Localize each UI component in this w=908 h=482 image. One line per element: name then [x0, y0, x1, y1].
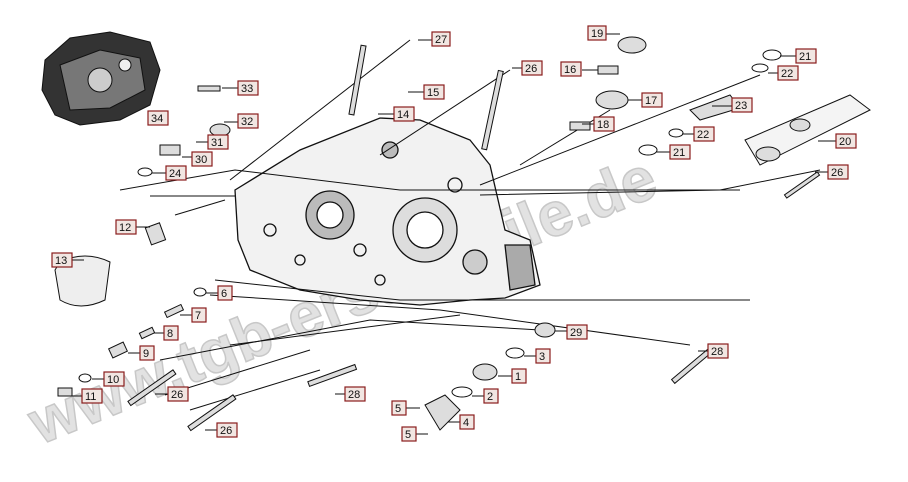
callout-30: 30 — [182, 151, 213, 167]
callout-27: 27 — [418, 31, 451, 47]
callout-11: 11 — [72, 388, 103, 404]
svg-text:12: 12 — [119, 222, 131, 234]
parts — [54, 36, 871, 432]
svg-text:28: 28 — [711, 346, 723, 358]
callout-29: 29 — [555, 324, 588, 340]
svg-text:27: 27 — [435, 34, 447, 46]
callout-21-mid: 21 — [656, 144, 691, 160]
engine-thumbnail — [41, 31, 161, 126]
svg-text:19: 19 — [591, 28, 603, 40]
callout-4: 4 — [448, 414, 475, 430]
svg-text:18: 18 — [597, 119, 609, 131]
svg-text:1: 1 — [515, 371, 521, 383]
callout-32: 32 — [224, 113, 259, 129]
svg-text:5: 5 — [405, 429, 411, 441]
callout-6: 6 — [206, 285, 233, 301]
callout-26: 26 — [512, 60, 543, 76]
svg-text:26: 26 — [831, 167, 843, 179]
svg-text:23: 23 — [735, 100, 747, 112]
svg-text:26: 26 — [171, 389, 183, 401]
callout-12: 12 — [115, 219, 150, 235]
callout-5-top: 5 — [391, 400, 420, 416]
svg-text:22: 22 — [697, 129, 709, 141]
svg-text:6: 6 — [221, 288, 227, 300]
svg-text:16: 16 — [564, 64, 576, 76]
svg-text:20: 20 — [839, 136, 851, 148]
svg-text:13: 13 — [55, 255, 67, 267]
callout-23: 23 — [712, 97, 753, 113]
callout-34: 34 — [147, 110, 169, 126]
svg-text:22: 22 — [781, 68, 793, 80]
svg-text:15: 15 — [427, 87, 439, 99]
callout-14: 14 — [378, 106, 415, 122]
callout-9: 9 — [128, 345, 155, 361]
callout-17: 17 — [628, 92, 663, 108]
callout-5-bottom: 5 — [401, 426, 428, 442]
callout-15: 15 — [408, 84, 445, 100]
callout-1: 1 — [498, 368, 527, 384]
svg-text:26: 26 — [220, 425, 232, 437]
svg-text:3: 3 — [539, 351, 545, 363]
callout-3: 3 — [524, 348, 551, 364]
callout-labels: 27 26 19 21 22 16 17 15 33 23 32 14 22 3… — [51, 25, 857, 442]
callout-22-mid: 22 — [682, 126, 715, 142]
callout-16: 16 — [560, 61, 598, 77]
svg-text:5: 5 — [395, 403, 401, 415]
callout-31: 31 — [196, 134, 229, 150]
callout-8: 8 — [154, 325, 179, 341]
svg-text:29: 29 — [570, 327, 582, 339]
svg-text:9: 9 — [143, 348, 149, 360]
svg-text:26: 26 — [525, 63, 537, 75]
svg-text:7: 7 — [195, 310, 201, 322]
callout-10: 10 — [92, 371, 125, 387]
callout-7: 7 — [180, 307, 207, 323]
svg-text:34: 34 — [151, 113, 163, 125]
callout-26-mid: 26 — [155, 386, 189, 402]
svg-text:11: 11 — [85, 391, 96, 403]
svg-text:2: 2 — [487, 391, 493, 403]
svg-text:17: 17 — [645, 95, 657, 107]
callout-2: 2 — [472, 388, 499, 404]
callout-22-top: 22 — [768, 65, 799, 81]
callout-18: 18 — [582, 116, 615, 132]
callout-28-mid: 28 — [335, 386, 366, 402]
crankcase-main — [234, 117, 541, 306]
svg-text:30: 30 — [195, 154, 207, 166]
callout-26-bottom: 26 — [205, 422, 238, 438]
callout-26-right: 26 — [815, 164, 849, 180]
callout-21-top: 21 — [780, 48, 817, 64]
svg-text:21: 21 — [673, 147, 685, 159]
callout-20: 20 — [818, 133, 857, 149]
svg-text:31: 31 — [211, 137, 223, 149]
svg-text:24: 24 — [169, 168, 181, 180]
svg-text:10: 10 — [107, 374, 119, 386]
callout-24: 24 — [152, 165, 187, 181]
callout-33: 33 — [222, 80, 259, 96]
svg-text:28: 28 — [348, 389, 360, 401]
svg-text:8: 8 — [167, 328, 173, 340]
svg-text:33: 33 — [241, 83, 253, 95]
callout-13: 13 — [51, 252, 84, 268]
svg-text:32: 32 — [241, 116, 253, 128]
svg-text:21: 21 — [799, 51, 811, 63]
svg-text:4: 4 — [463, 417, 469, 429]
callout-19: 19 — [587, 25, 620, 41]
svg-text:14: 14 — [397, 109, 409, 121]
callout-28-right: 28 — [698, 343, 729, 359]
